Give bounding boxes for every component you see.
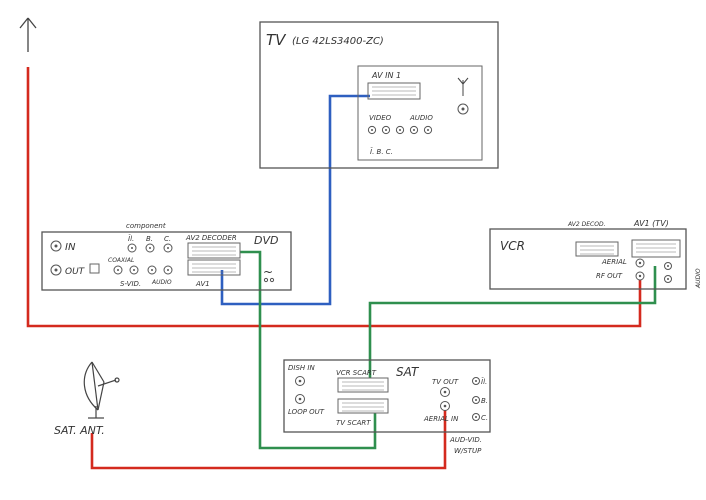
dvd-to-sat-tv-scart-cable	[240, 250, 377, 450]
vcr-unit: VCR AV2 DECOD. AV1 (TV) AERIAL RF OUT	[489, 219, 702, 290]
tv-unit: TV (LG 42LS3400-ZC) AV IN 1 VIDEO AUDIO	[259, 21, 499, 169]
sat-bottom-label-2: W/STUP	[454, 447, 482, 455]
vcr-av2-label: AV2 DECOD.	[567, 221, 606, 228]
satellite-dish-icon	[83, 361, 120, 419]
vcr-rf-out-label: RF OUT	[596, 272, 623, 280]
dvd-optical-port	[89, 263, 100, 274]
dvd-to-tv-scart-cable	[220, 94, 370, 306]
vcr-av2-scart-connector	[575, 241, 619, 257]
tv-scart-connector	[367, 82, 421, 100]
sat-side-label-c: C.	[481, 414, 488, 422]
sat-antenna-label: SAT. ANT.	[54, 424, 105, 437]
dvd-in-label: IN	[65, 242, 76, 253]
antenna-to-vcr-aerial-cable	[26, 67, 642, 328]
sat-bottom-label-1: AUD-VID.	[449, 436, 482, 444]
dvd-comp-label-c: C.	[164, 235, 171, 243]
dvd-av2-scart-connector	[187, 242, 241, 259]
sat-receiver-unit: DISH IN LOOP OUT VCR SCART TV SCART SAT …	[283, 359, 491, 455]
vcr-name: VCR	[500, 239, 525, 253]
sat-aerial-in-label: AERIAL IN	[423, 415, 459, 423]
sat-loop-out-label: LOOP OUT	[288, 408, 325, 416]
dvd-svid-label: S-VID.	[120, 280, 141, 288]
tv-composite-sub-label: Ĭ. B. C.	[370, 147, 393, 156]
sat-vcr-scart-label: VCR SCART	[336, 369, 377, 377]
tv-aerial-icon	[457, 77, 469, 96]
vcr-av1-label: AV1 (TV)	[633, 219, 669, 228]
sat-tv-scart-label: TV SCART	[336, 419, 371, 427]
dvd-component-label: component	[126, 222, 166, 230]
tv-model: (LG 42LS3400-ZC)	[292, 36, 384, 47]
sat-dish-in-label: DISH IN	[288, 364, 315, 372]
sat-side-label-y: Ĭl.	[481, 377, 487, 386]
tv-av-in-label: AV IN 1	[371, 71, 401, 80]
dvd-audio-label: AUDIO	[151, 279, 172, 286]
sat-vcr-scart-connector	[337, 377, 389, 393]
dvd-out-label: OUT	[65, 267, 86, 277]
dvd-comp-label-b: B.	[146, 235, 153, 243]
sat-tv-out-label: TV OUT	[432, 378, 459, 386]
dvd-av-jacks	[113, 265, 173, 275]
sat-dish-to-sat-aerial-cable	[90, 410, 447, 470]
dvd-av1-label: AV1	[195, 280, 210, 288]
tv-rca-jacks	[367, 125, 433, 135]
tv-connector-panel	[357, 65, 483, 161]
dvd-av2-label: AV2 DECODER	[185, 234, 237, 242]
sat-tv-scart-connector	[337, 398, 389, 414]
tv-video-label: VIDEO	[369, 114, 392, 122]
dvd-coaxial-label: COAXIAL	[108, 257, 134, 264]
dvd-power-label: ~	[263, 265, 273, 279]
vcr-av1-scart-connector	[631, 239, 681, 258]
vcr-aerial-label: AERIAL	[601, 258, 627, 266]
sat-name: SAT	[396, 365, 420, 379]
dvd-av1-scart-connector	[187, 259, 241, 276]
roof-antenna-icon	[19, 17, 37, 52]
dvd-component-jacks	[127, 243, 173, 253]
sat-side-label-b: B.	[481, 397, 488, 405]
vcr-to-sat-vcr-scart-cable	[368, 266, 657, 378]
dvd-unit: component Ĭl. B. C. IN OUT COAXIAL S-VID…	[41, 222, 292, 291]
vcr-side-audio-label: AUDIO	[695, 268, 702, 289]
tv-title: TV	[266, 31, 287, 49]
dvd-comp-label-y: Ĭl.	[128, 234, 134, 243]
tv-audio-label: AUDIO	[409, 114, 433, 122]
dvd-name: DVD	[254, 234, 278, 247]
